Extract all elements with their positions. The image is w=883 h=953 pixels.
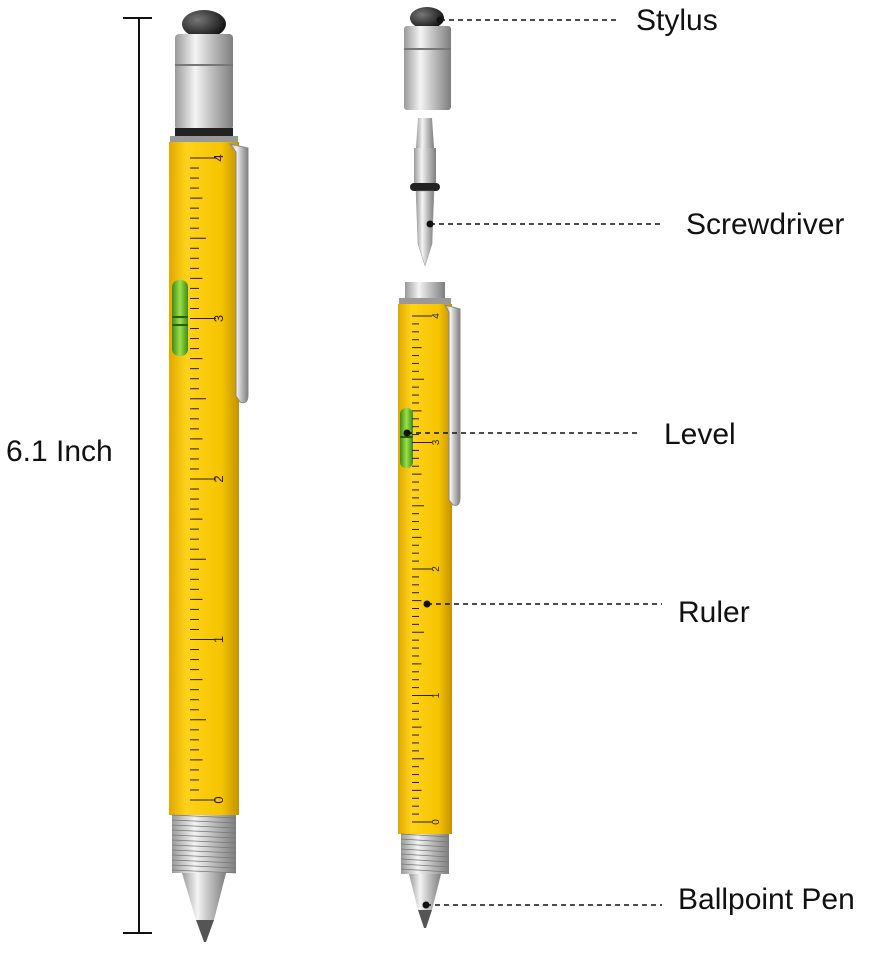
ruler-number: 3: [431, 439, 442, 445]
dimension-label: 6.1 Inch: [6, 435, 113, 468]
ruler-ticks-exploded: 0 1 2 3 4: [412, 313, 442, 825]
screwdriver-bit: [416, 118, 434, 148]
stylus-tip: [182, 10, 226, 38]
pen-clip-exploded: [443, 304, 461, 506]
exploded-pen: 0 1 2 3 4: [398, 7, 461, 928]
ruler-number: 2: [211, 475, 226, 482]
callout-label-ruler: Ruler: [678, 596, 750, 629]
pen-clip: [228, 143, 249, 404]
knurled-grip-exploded: [401, 834, 449, 874]
callout-dots: [403, 16, 444, 909]
knurled-grip: [172, 815, 236, 873]
ruler-number: 2: [431, 566, 442, 572]
ruler-ticks: 0 1 2 3 4: [190, 154, 226, 804]
ballpoint-tip-exploded: [418, 910, 432, 928]
stylus-cap-exploded: [404, 26, 451, 110]
ruler-number: 1: [431, 692, 442, 698]
callout-lines: [407, 19, 664, 906]
ruler-number: 4: [211, 154, 226, 161]
ruler-number: 0: [431, 819, 442, 825]
ruler-number: 3: [211, 315, 226, 322]
ruler-number: 4: [431, 313, 442, 319]
callout-label-screwdriver: Screwdriver: [686, 208, 845, 241]
ruler-number: 0: [211, 796, 226, 803]
ruler-number: 1: [211, 636, 226, 643]
callout-label-stylus: Stylus: [636, 4, 718, 37]
ballpoint-tip: [196, 920, 214, 942]
assembled-pen: 0 1 2 3 4: [169, 10, 249, 942]
pen-cone-exploded: [409, 874, 441, 910]
dimension-line: [123, 17, 152, 934]
stylus-tip-exploded: [410, 7, 444, 29]
callout-label-ballpoint: Ballpoint Pen: [678, 883, 855, 916]
callout-label-level: Level: [664, 418, 736, 451]
pen-cone: [182, 873, 226, 920]
